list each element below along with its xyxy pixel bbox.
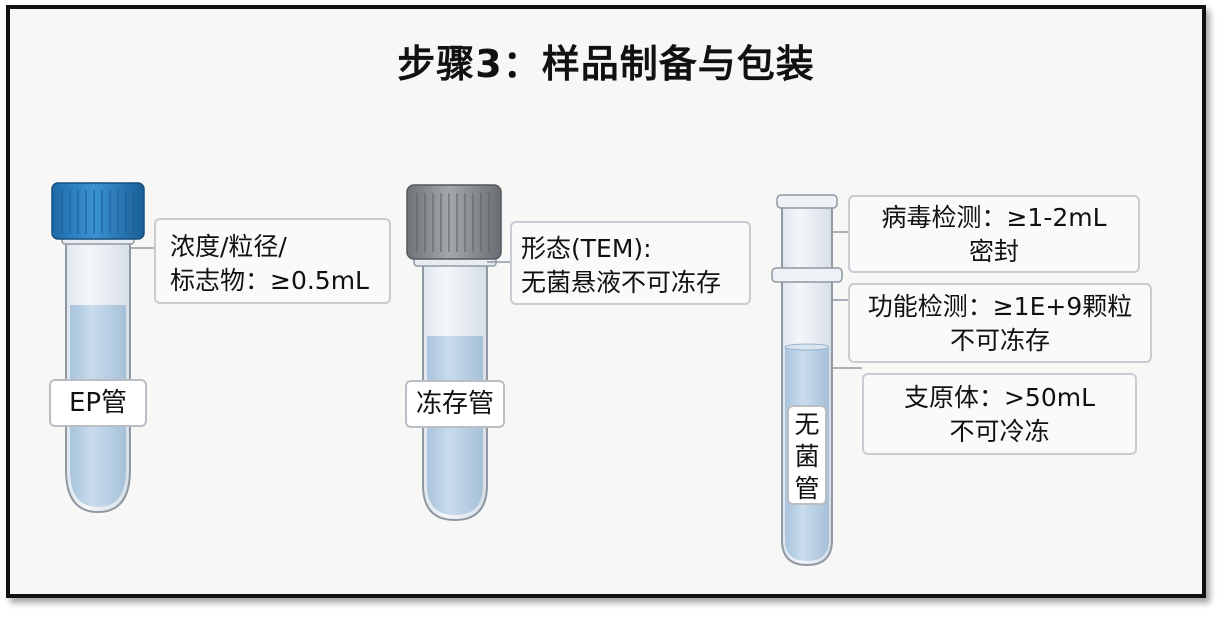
sterile-tube-rim: [776, 194, 838, 209]
mycoplasma-line-2: 不可冷冻: [949, 417, 1050, 446]
virus-test-callout: 病毒检测：≥1-2mL 密封: [848, 195, 1140, 273]
ep-tube-label: EP管: [49, 379, 147, 427]
mycoplasma-line-1: 支原体：>50mL: [903, 383, 1096, 412]
cryo-callout-line-2: 无菌悬液不可冻存: [521, 268, 722, 297]
ep-callout-line-1: 浓度/粒径/: [170, 232, 287, 261]
virus-test-line-2: 密封: [968, 237, 1019, 266]
ep-callout: 浓度/粒径/ 标志物：≥0.5mL: [154, 218, 391, 304]
cryo-tube-label: 冻存管: [405, 380, 505, 428]
cryo-cap-icon: [406, 184, 502, 260]
cryo-callout: 形态(TEM): 无菌悬液不可冻存: [510, 221, 751, 305]
mycoplasma-callout: 支原体：>50mL 不可冷冻: [862, 373, 1137, 455]
cryo-tube: [406, 184, 512, 522]
ep-callout-line-2: 标志物：≥0.5mL: [170, 266, 369, 295]
ep-cap-icon: [51, 182, 145, 240]
sterile-label-char-3: 管: [794, 474, 820, 503]
sterile-tube-collar: [771, 267, 843, 283]
ep-tube: [51, 182, 155, 514]
sterile-label-char-2: 菌: [794, 442, 820, 471]
function-test-callout: 功能检测：≥1E+9颗粒 不可冻存: [848, 283, 1152, 363]
ep-tube-label-text: EP管: [68, 388, 128, 418]
page-title: 步骤3：样品制备与包装: [397, 42, 815, 86]
sterile-label-char-1: 无: [794, 410, 820, 439]
virus-test-line-1: 病毒检测：≥1-2mL: [881, 203, 1107, 232]
sterile-tube-label: 无 菌 管: [787, 405, 827, 505]
cryo-callout-line-1: 形态(TEM):: [521, 234, 652, 263]
cryo-tube-label-text: 冻存管: [415, 389, 494, 419]
function-test-line-1: 功能检测：≥1E+9颗粒: [867, 292, 1133, 321]
function-test-line-2: 不可冻存: [949, 326, 1050, 355]
